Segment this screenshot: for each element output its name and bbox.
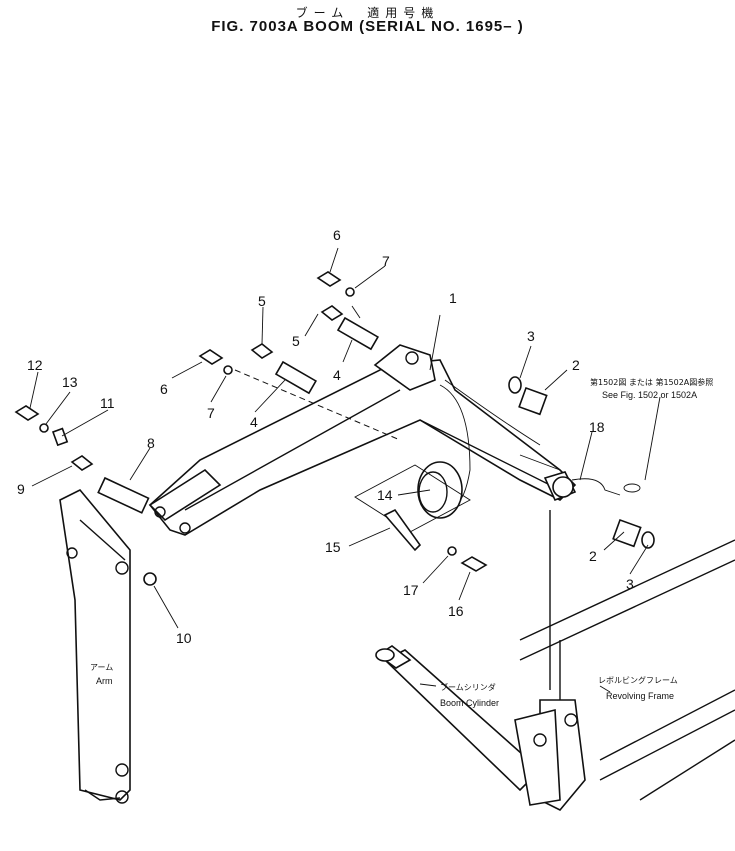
callout-5: 5 [258,293,266,309]
leader-lines [29,247,661,693]
callout-6: 6 [333,227,341,243]
callout-3-lower: 3 [626,576,634,592]
revolving-frame-label-jp: レボルビングフレーム [598,675,678,685]
part-labels: アーム Arm ブームシリンダ Boom Cylinder レボルビングフレーム… [90,377,713,708]
callout-7-left: 7 [207,405,215,421]
callout-7: 7 [382,253,390,269]
callout-15: 15 [325,539,341,555]
callout-13: 13 [62,374,78,390]
boom-cylinder-drawing [375,510,561,806]
small-parts [14,271,655,586]
callout-4: 4 [333,367,341,383]
callout-2-lower: 2 [589,548,597,564]
callout-numbers: 1 2 2 3 3 4 4 5 5 6 6 7 7 8 9 10 11 12 1… [17,227,634,646]
reference-label: See Fig. 1502 or 1502A [602,390,697,400]
callout-11: 11 [100,395,115,411]
figure-title: FIG. 7003A BOOM (SERIAL NO. 1695– ) [211,18,524,35]
boom-drawing [148,344,577,536]
callout-17: 17 [403,582,419,598]
callout-6-left: 6 [160,381,168,397]
callout-5-upper: 5 [292,333,300,349]
arm-label-jp: アーム [90,663,113,672]
reference-label-jp: 第1502図 または 第1502A図参照 [590,377,713,387]
callout-4-left: 4 [250,414,258,430]
boom-cylinder-label: Boom Cylinder [440,698,499,708]
arm-drawing [59,489,131,804]
revolving-frame-label: Revolving Frame [606,691,674,701]
arm-label: Arm [96,676,113,686]
callout-10: 10 [176,630,192,646]
callout-9: 9 [17,481,25,497]
callout-18: 18 [589,419,605,435]
callout-14: 14 [377,487,393,503]
boom-cylinder-label-jp: ブームシリンダ [440,682,496,692]
callout-12: 12 [27,357,43,373]
callout-2: 2 [572,357,580,373]
title-japanese: ブーム 適用号機 [295,6,440,20]
callout-8: 8 [147,435,155,451]
callout-16: 16 [448,603,464,619]
callout-1: 1 [449,290,457,306]
callout-3: 3 [527,328,535,344]
work-lamp-drawing [354,461,471,533]
bracket-drawing [383,508,422,552]
